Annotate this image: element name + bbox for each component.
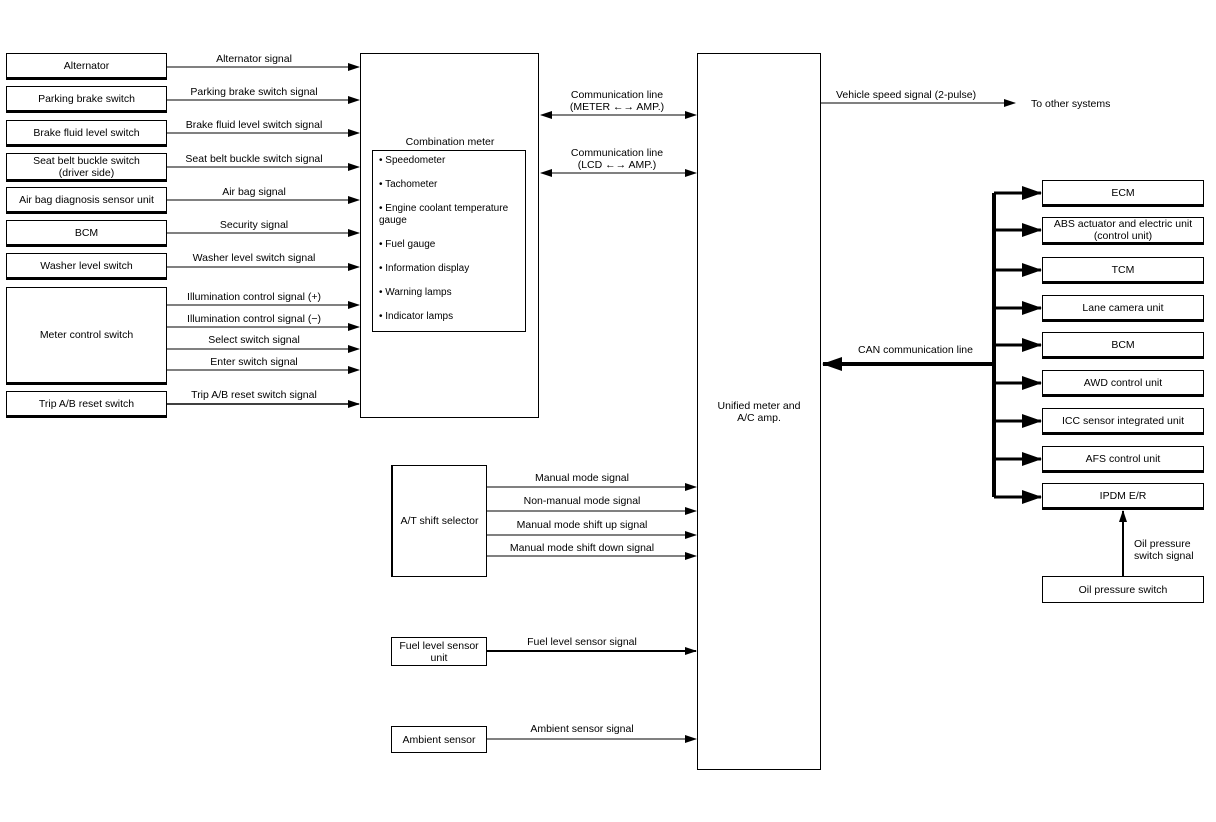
can-unit-afs: AFS control unit (1042, 446, 1204, 473)
parking-brake-signal-label: Parking brake switch signal (190, 86, 318, 98)
can-unit-awd: AWD control unit (1042, 370, 1204, 397)
can-line-label: CAN communication line (858, 344, 973, 356)
manual-shift-up-signal-label: Manual mode shift up signal (516, 519, 648, 531)
meter-item-fuel-gauge: Fuel gauge (379, 239, 435, 251)
air-bag-signal-label: Air bag signal (222, 186, 286, 198)
meter-item-information-display: Information display (379, 263, 469, 275)
can-unit-ipdm: IPDM E/R (1042, 483, 1204, 510)
washer-level-switch-box: Washer level switch (6, 253, 167, 280)
comm-line-lcd-label: Communication line (LCD ←→ AMP.) (570, 147, 664, 171)
can-unit-lane-camera: Lane camera unit (1042, 295, 1204, 322)
meter-item-warning-lamps: Warning lamps (379, 287, 451, 299)
can-unit-icc-sensor: ICC sensor integrated unit (1042, 408, 1204, 435)
comm-line-meter-label: Communication line (METER ←→ AMP.) (569, 89, 665, 113)
alternator-signal-label: Alternator signal (216, 53, 292, 65)
manual-mode-signal-label: Manual mode signal (535, 472, 629, 484)
to-other-systems-label: To other systems (1031, 98, 1111, 110)
can-unit-ecm: ECM (1042, 180, 1204, 207)
oil-pressure-signal-label: Oil pressure switch signal (1134, 538, 1194, 562)
vehicle-speed-signal-label: Vehicle speed signal (2-pulse) (836, 89, 977, 101)
ambient-signal-label: Ambient sensor signal (530, 723, 634, 735)
alternator-box: Alternator (6, 53, 167, 80)
at-shift-selector-box: A/T shift selector (391, 465, 487, 577)
can-unit-bcm: BCM (1042, 332, 1204, 359)
brake-fluid-signal-label: Brake fluid level switch signal (185, 119, 323, 131)
seat-belt-signal-label: Seat belt buckle switch signal (185, 153, 323, 165)
ambient-sensor-box: Ambient sensor (391, 726, 487, 753)
can-unit-tcm: TCM (1042, 257, 1204, 284)
meter-item-coolant-gauge: Engine coolant temperature gauge (379, 203, 508, 227)
enter-switch-signal-label: Enter switch signal (210, 356, 298, 368)
fuel-level-sensor-box: Fuel level sensor unit (391, 637, 487, 666)
oil-pressure-switch-box: Oil pressure switch (1042, 576, 1204, 603)
fuel-level-signal-label: Fuel level sensor signal (527, 636, 637, 648)
combination-meter-item-list: Speedometer Tachometer Engine coolant te… (372, 150, 526, 332)
can-unit-abs: ABS actuator and electric unit (control … (1042, 217, 1204, 245)
brake-fluid-level-switch-box: Brake fluid level switch (6, 120, 167, 147)
seat-belt-buckle-switch-box: Seat belt buckle switch (driver side) (6, 153, 167, 182)
select-switch-signal-label: Select switch signal (208, 334, 300, 346)
trip-reset-switch-box: Trip A/B reset switch (6, 391, 167, 418)
meter-control-switch-box: Meter control switch (6, 287, 167, 385)
bcm-input-box: BCM (6, 220, 167, 247)
meter-item-tachometer: Tachometer (379, 179, 437, 191)
unified-meter-ac-amp-box: Unified meter and A/C amp. (697, 53, 821, 770)
manual-shift-down-signal-label: Manual mode shift down signal (509, 542, 655, 554)
illumination-plus-signal-label: Illumination control signal (+) (187, 291, 321, 303)
parking-brake-switch-box: Parking brake switch (6, 86, 167, 113)
meter-item-speedometer: Speedometer (379, 155, 445, 167)
meter-item-indicator-lamps: Indicator lamps (379, 311, 453, 323)
illumination-minus-signal-label: Illumination control signal (−) (187, 313, 321, 325)
combination-meter-title: Combination meter (405, 136, 495, 148)
non-manual-mode-signal-label: Non-manual mode signal (523, 495, 641, 507)
washer-level-signal-label: Washer level switch signal (192, 252, 316, 264)
trip-reset-signal-label: Trip A/B reset switch signal (191, 389, 317, 401)
air-bag-diagnosis-sensor-box: Air bag diagnosis sensor unit (6, 187, 167, 214)
security-signal-label: Security signal (219, 219, 289, 231)
